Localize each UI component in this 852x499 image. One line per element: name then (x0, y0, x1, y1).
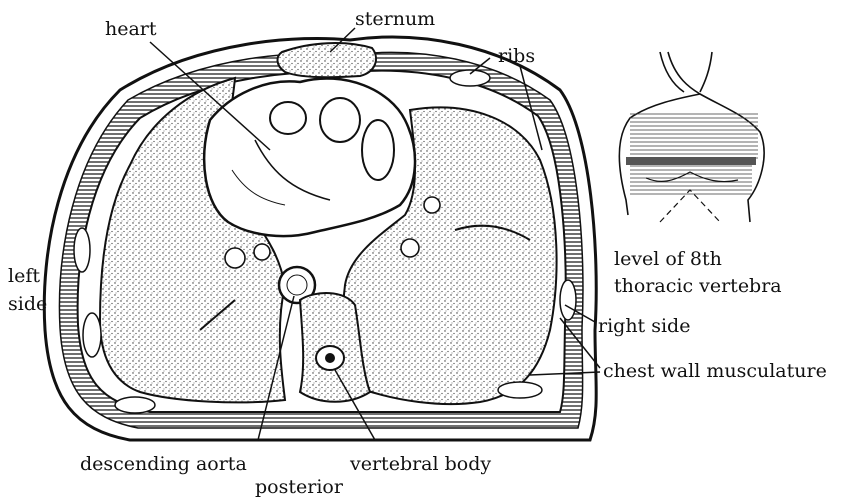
label-level-line2: thoracic vertebra (614, 275, 782, 297)
heart-chamber-2 (320, 98, 360, 142)
rib (83, 313, 101, 357)
spinal-cord (325, 353, 335, 363)
label-chest-wall-musculature: chest wall musculature (603, 360, 827, 382)
level-shading-upper (630, 112, 758, 160)
label-right-side: right side (598, 315, 690, 337)
label-left-side-line1: left (8, 265, 40, 287)
label-posterior: posterior (255, 476, 343, 498)
rib (498, 382, 542, 398)
label-ribs: ribs (498, 45, 535, 67)
neck-outline (660, 52, 712, 92)
rib (74, 228, 90, 272)
hilar-vessel (401, 239, 419, 257)
label-descending-aorta: descending aorta (80, 453, 247, 475)
hilar-vessel (424, 197, 440, 213)
hilar-vessel (225, 248, 245, 268)
label-vertebral-body: vertebral body (350, 453, 491, 475)
label-level-line1: level of 8th (614, 248, 722, 270)
rib (450, 70, 490, 86)
level-band (626, 157, 756, 165)
descending-aorta-lumen (287, 275, 307, 295)
hilar-vessel (254, 244, 270, 260)
label-left-side-line2: side (8, 293, 47, 315)
heart-chamber-3 (362, 120, 394, 180)
label-heart: heart (105, 18, 157, 40)
sternum (277, 43, 376, 77)
label-sternum: sternum (355, 8, 435, 30)
rib (115, 397, 155, 413)
torso-level-figure (619, 52, 764, 222)
rib (560, 280, 576, 320)
heart-chamber-1 (270, 102, 306, 134)
